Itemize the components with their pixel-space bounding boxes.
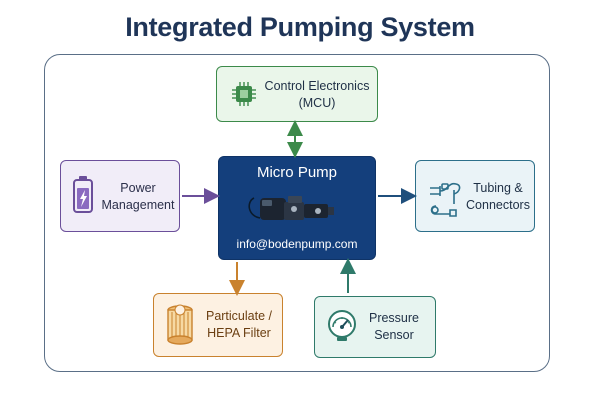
filter-icon xyxy=(167,304,193,345)
pressure-sensor-line1: Pressure xyxy=(368,311,420,325)
hepa-filter-label: Particulate / HEPA Filter xyxy=(196,308,282,342)
battery-icon xyxy=(73,176,93,213)
control-electronics-line2: (MCU) xyxy=(298,96,336,110)
power-management-line1: Power xyxy=(120,181,156,195)
pressure-sensor-label: Pressure Sensor xyxy=(366,310,422,344)
power-management-label: Power Management xyxy=(98,180,178,214)
control-electronics-line1: Control Electronics xyxy=(264,79,370,93)
power-management-line2: Management xyxy=(101,198,175,212)
micro-pump-email: info@bodenpump.com xyxy=(236,237,358,251)
tubing-connectors-line1: Tubing & xyxy=(473,181,523,195)
tubing-icon xyxy=(430,182,461,217)
system-frame xyxy=(44,54,550,372)
pressure-sensor-line2: Sensor xyxy=(374,328,414,342)
tubing-connectors-line2: Connectors xyxy=(466,198,530,212)
micro-pump-title: Micro Pump xyxy=(256,164,338,181)
tubing-connectors-label: Tubing & Connectors xyxy=(462,180,534,214)
gauge-icon xyxy=(328,310,356,341)
chip-icon xyxy=(232,82,256,106)
page-title: Integrated Pumping System xyxy=(125,12,475,42)
pump-icon xyxy=(248,196,334,220)
control-electronics-label: Control Electronics (MCU) xyxy=(252,78,382,112)
hepa-filter-line2: HEPA Filter xyxy=(207,326,271,340)
hepa-filter-line1: Particulate / xyxy=(205,309,272,323)
tubing-connectors-box xyxy=(415,160,535,232)
